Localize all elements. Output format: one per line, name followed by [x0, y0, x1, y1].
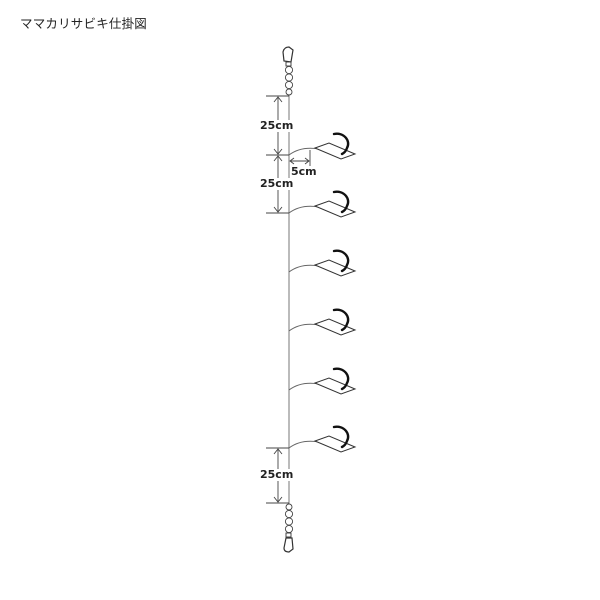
hook-6 — [287, 425, 357, 454]
diagram-title: ママカリサビキ仕掛図 — [20, 16, 148, 31]
dimension-label-branch: 5cm — [291, 165, 317, 178]
dimension-label-spacing: 25cm — [260, 177, 294, 190]
hook-3 — [287, 249, 357, 278]
top-snap-swivel — [282, 46, 294, 96]
hook-5 — [287, 367, 357, 396]
dimension-label-top: 25cm — [260, 119, 294, 132]
bottom-snap-swivel — [283, 503, 294, 553]
hook-1 — [287, 132, 357, 161]
dimension-label-bottom: 25cm — [260, 468, 294, 481]
hook-4 — [287, 308, 357, 337]
hook-2 — [287, 190, 357, 219]
